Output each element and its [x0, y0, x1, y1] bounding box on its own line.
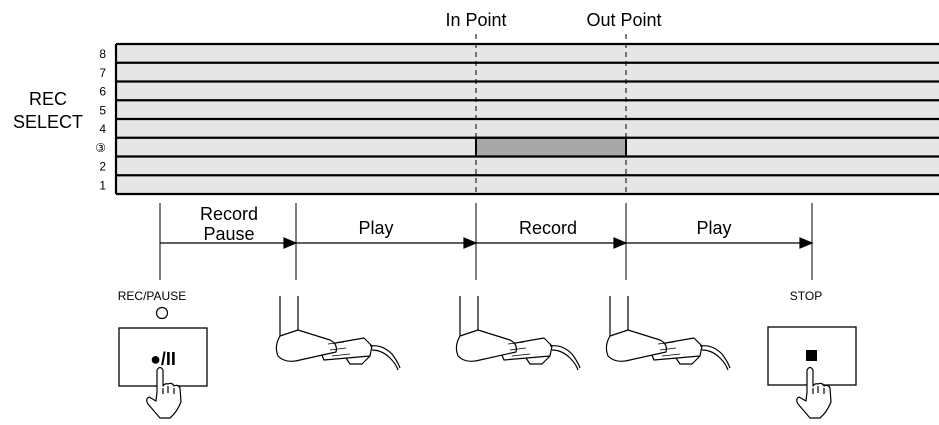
hand-pointer-icon — [146, 366, 182, 419]
stop-symbol-icon — [806, 350, 817, 361]
foot-pedals — [275, 296, 731, 371]
rec-pause-symbol-icon: ●/II — [150, 349, 176, 369]
segment-2-label: Play — [358, 218, 393, 238]
rec-select-label-line2: SELECT — [13, 112, 83, 132]
track-number: 2 — [99, 160, 106, 174]
track-number: 5 — [99, 103, 106, 117]
track-row — [116, 81, 939, 101]
stop-label: STOP — [790, 289, 822, 303]
recorded-region — [475, 136, 627, 158]
segment-4-label: Play — [696, 218, 731, 238]
timeline-arrows — [160, 237, 814, 249]
foot-pedal-icon — [455, 296, 581, 371]
track-grid: 8 7 6 5 4 ③ 2 1 — [95, 42, 939, 196]
arrow-head — [613, 237, 628, 249]
arrow-head — [463, 237, 478, 249]
track-number: 1 — [99, 178, 106, 192]
out-point-label: Out Point — [586, 10, 661, 30]
track-number: 4 — [99, 122, 106, 136]
track-row — [116, 62, 939, 82]
track-number: ③ — [95, 141, 106, 155]
segment-1-label-line1: Record — [200, 204, 258, 224]
rec-indicator-icon — [155, 306, 169, 320]
track-row — [116, 119, 939, 138]
in-point-label: In Point — [445, 10, 506, 30]
track-number: 8 — [99, 47, 106, 61]
rec-pause-label: REC/PAUSE — [118, 289, 186, 303]
track-row — [116, 100, 939, 119]
track-row — [116, 156, 939, 176]
foot-pedal-icon — [275, 296, 401, 371]
arrow-head — [799, 237, 814, 249]
track-row — [116, 44, 939, 63]
track-number: 7 — [99, 66, 106, 80]
track-row — [116, 175, 939, 194]
timeline-boundaries — [159, 203, 813, 280]
hand-pointer-icon — [796, 366, 832, 419]
track-number: 6 — [99, 85, 106, 99]
segment-1-label-line2: Pause — [203, 224, 254, 244]
foot-pedal-icon — [605, 296, 731, 371]
rec-select-label-line1: REC — [29, 89, 67, 109]
arrow-head — [283, 237, 298, 249]
segment-3-label: Record — [519, 218, 577, 238]
